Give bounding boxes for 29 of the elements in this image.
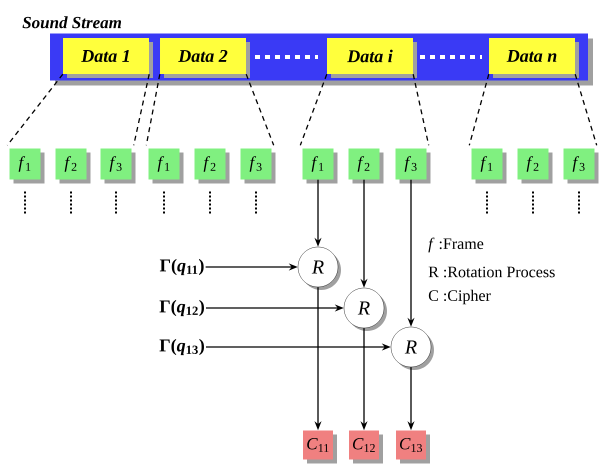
frame-box: f$_{2}$ <box>194 148 230 184</box>
frame-box: f$_{2}$ <box>348 148 384 184</box>
frame-box: f$_{1}$ <box>10 148 44 184</box>
input-label: Γ(q$_{13}$) <box>160 338 204 356</box>
frame-box: f$_{3}$ <box>396 148 430 184</box>
frame-box: f$_{1}$ <box>472 148 506 184</box>
legend-text: C :Cipher <box>428 290 491 304</box>
cipher-box: C$_{12}$ <box>349 430 383 464</box>
title: Sound Stream <box>22 16 122 28</box>
frame-box: f$_{1}$ <box>148 148 184 184</box>
frame-box: f$_{3}$ <box>564 148 598 184</box>
frame-box: f$_{2}$ <box>518 148 552 184</box>
input-label: Γ(q$_{11}$) <box>160 258 204 276</box>
leader-line <box>300 74 328 146</box>
cipher-box: C$_{13}$ <box>396 430 430 464</box>
leader-line <box>412 74 430 146</box>
frame-box: f$_{3}$ <box>100 148 136 184</box>
legend-text: R :Rotation Process <box>428 266 555 278</box>
leader-line <box>468 74 490 146</box>
leader-line <box>246 74 274 146</box>
input-label: Γ(q$_{12}$) <box>160 300 204 316</box>
leader-line <box>574 74 598 146</box>
frame-box: f$_{1}$ <box>302 148 338 184</box>
leader-line <box>146 74 160 146</box>
cipher-box: C$_{11}$ <box>303 430 337 464</box>
leader-line <box>133 74 150 146</box>
frame-box: f$_{3}$ <box>240 148 276 184</box>
frame-box: f$_{2}$ <box>56 148 90 184</box>
legend-text: f :Frame <box>428 238 484 252</box>
